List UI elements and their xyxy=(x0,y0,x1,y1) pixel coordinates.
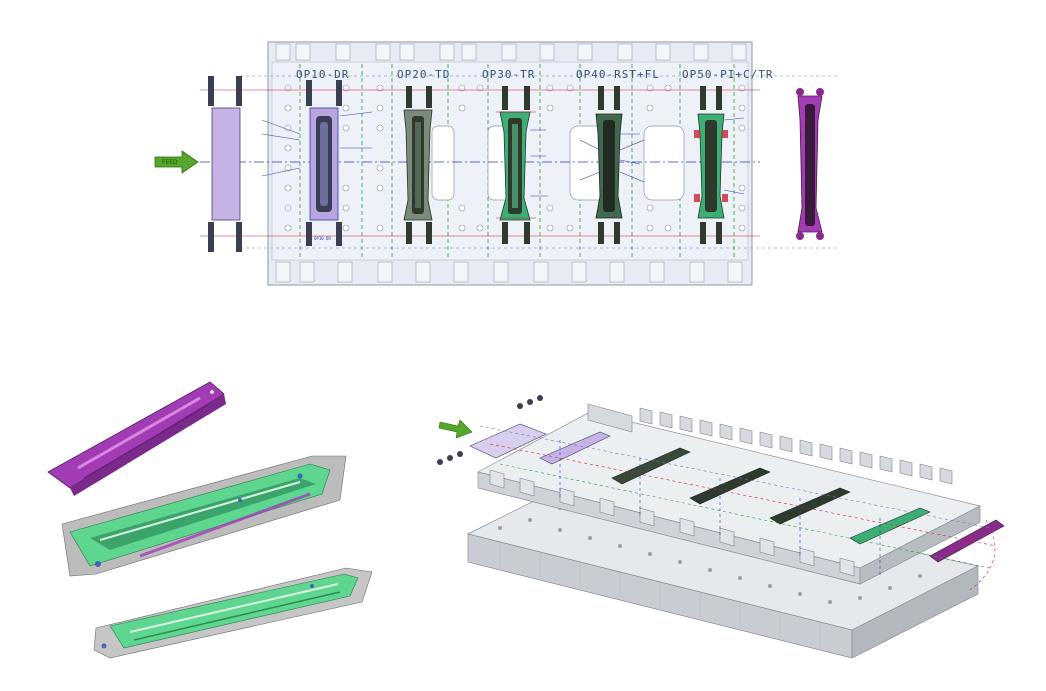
dimension-annotations xyxy=(261,111,745,197)
feed-arrow-3d-icon xyxy=(438,419,473,439)
op10-part: OP10 DR xyxy=(306,80,342,246)
bolt-holes xyxy=(284,84,746,232)
station-separators xyxy=(299,64,735,258)
three-d-views xyxy=(47,381,1005,659)
op50-part xyxy=(694,86,728,244)
blank-station xyxy=(208,76,242,252)
top-pilot-blocks xyxy=(275,43,747,61)
op30-part xyxy=(496,86,536,244)
formed-part-final-3d xyxy=(47,381,226,496)
feed-arrow-label: FEED xyxy=(162,159,178,166)
op20-part xyxy=(403,86,433,244)
final-part xyxy=(796,88,824,240)
op-label-2: OP20-TD xyxy=(397,68,450,81)
op40-part xyxy=(579,86,645,244)
die-plan-view: OP10-DR OP20-TD OP30-TR OP40-RST+FL OP50… xyxy=(154,41,840,286)
formed-part-intermediate-3d xyxy=(61,455,347,577)
bottom-pilot-blocks xyxy=(275,261,743,283)
die-front-blocks-3d xyxy=(489,469,855,577)
blank-sheet xyxy=(211,107,241,221)
op-label-3: OP30-TR xyxy=(482,68,535,81)
formed-part-initial-3d xyxy=(93,567,373,659)
wireframe-guides-3d xyxy=(479,425,997,591)
die-pilot-blocks-3d xyxy=(587,403,953,485)
op-label-4: OP40-RST+FL xyxy=(576,68,660,81)
feed-arrow-icon: FEED xyxy=(154,150,199,174)
op-label-1: OP10-DR xyxy=(296,68,349,81)
svg-text:OP10 DR: OP10 DR xyxy=(314,236,331,241)
op-label-5: OP50-PI+C/TR xyxy=(682,68,773,81)
strip-guide-lines xyxy=(200,75,840,249)
blank-feeder-3d xyxy=(437,395,547,465)
strip-parts-3d xyxy=(539,431,1005,563)
